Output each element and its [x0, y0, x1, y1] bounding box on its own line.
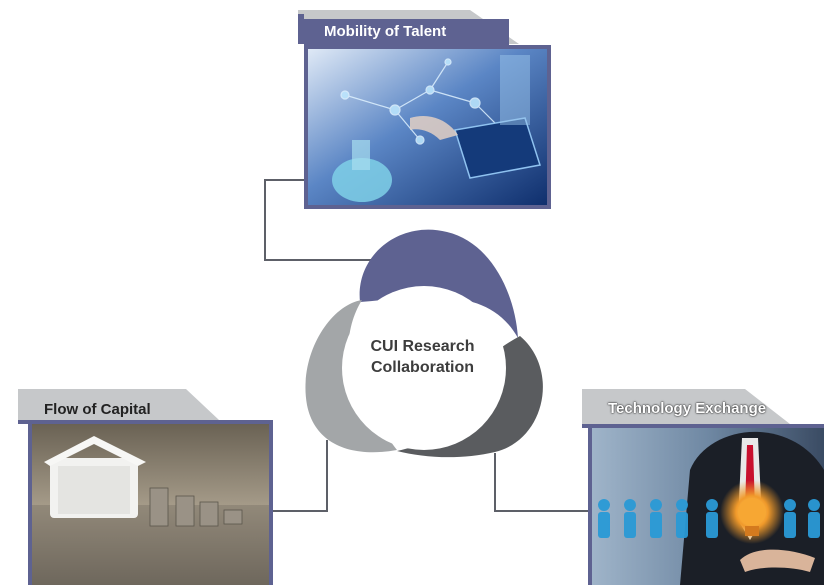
center-title-line1: CUI Research [370, 338, 475, 355]
capital-tab [18, 389, 219, 420]
mobility-of-talent-label: Mobility of Talent [324, 23, 447, 40]
cycle-ring [305, 229, 543, 458]
ring-center [342, 286, 506, 450]
center-title-line2: Collaboration [370, 359, 475, 376]
mobility-label-bar [304, 19, 509, 45]
technology-exchange-label: Technology Exchange [608, 400, 767, 417]
flow-of-capital-label: Flow of Capital [44, 401, 151, 418]
connector-capital [272, 440, 328, 512]
connector-mobility [264, 179, 373, 261]
ring-segment-top [359, 229, 518, 338]
node-mobility [298, 10, 551, 209]
people-icons [598, 499, 820, 538]
ring-segment-right [397, 336, 543, 458]
center-title: CUI Research Collaboration [345, 336, 500, 378]
node-technology [582, 389, 824, 585]
tech-tab [582, 389, 790, 424]
connector-lines [264, 179, 590, 512]
flask-icon [332, 158, 392, 202]
house-icon [44, 436, 146, 518]
node-capital [18, 389, 273, 585]
coin-stacks-icon [149, 487, 243, 527]
connector-technology [494, 453, 590, 512]
